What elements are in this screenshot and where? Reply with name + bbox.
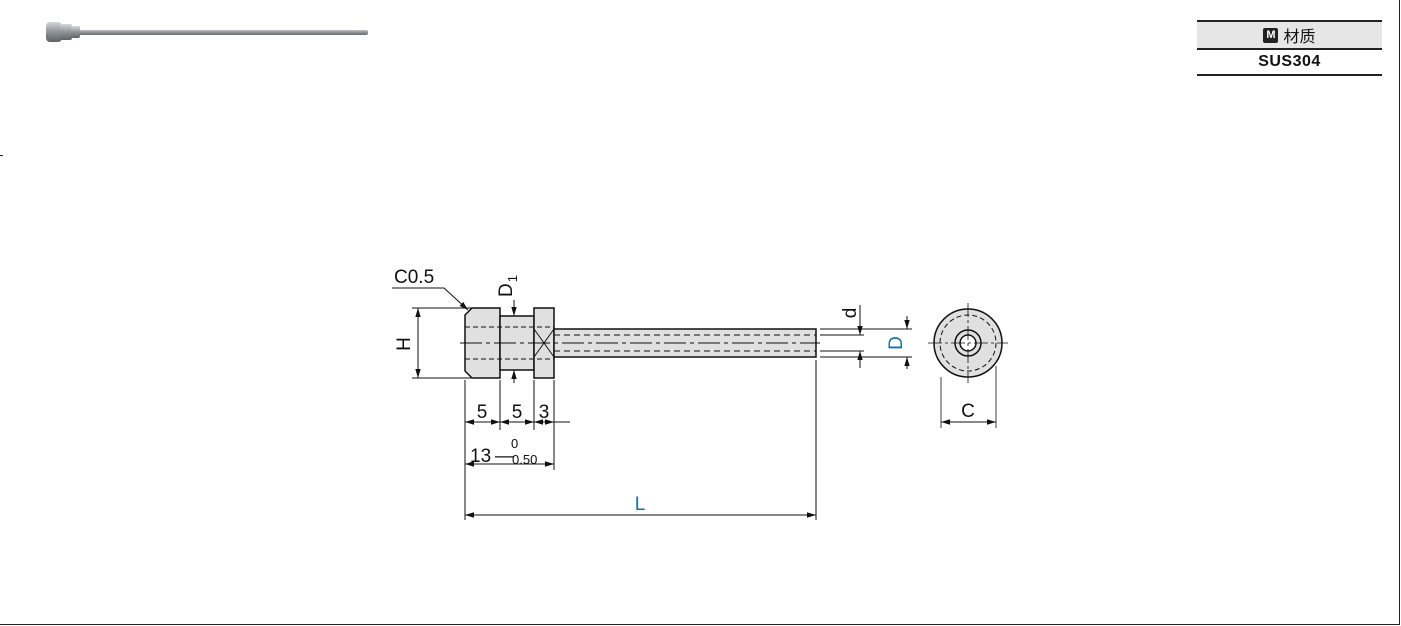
label-seg1: 5 — [477, 402, 488, 423]
label-c: C — [961, 401, 975, 422]
label-seg2: 5 — [512, 402, 523, 423]
material-header-label: 材质 — [1283, 29, 1316, 46]
pin-end-view — [928, 303, 1008, 428]
material-table: M 材质 SUS304 — [1197, 20, 1382, 76]
frame-tick-left — [0, 155, 3, 156]
c05-leader — [392, 287, 469, 311]
label-13: 13 — [470, 446, 491, 467]
label-seg3: 3 — [539, 402, 550, 423]
dimension-lines — [392, 287, 912, 520]
label-l: L — [635, 494, 646, 515]
product-photo — [46, 22, 368, 42]
label-big-d: D — [886, 336, 907, 350]
material-m-icon: M — [1263, 27, 1279, 43]
label-h: H — [394, 337, 415, 351]
label-d1: D1 — [496, 275, 520, 297]
label-tol-lower: 0.50 — [512, 452, 537, 467]
material-header: M 材质 — [1197, 22, 1382, 50]
dimension-labels: C0.5 H D1 5 5 3 13 0 — 0.50 L d D C — [394, 267, 975, 515]
label-small-d: d — [840, 308, 861, 319]
label-tol-upper: 0 — [511, 436, 518, 451]
label-tol-dash: — — [495, 446, 514, 467]
pin-hidden-lines — [460, 326, 820, 360]
label-c05: C0.5 — [394, 267, 434, 288]
material-value: SUS304 — [1258, 53, 1321, 70]
